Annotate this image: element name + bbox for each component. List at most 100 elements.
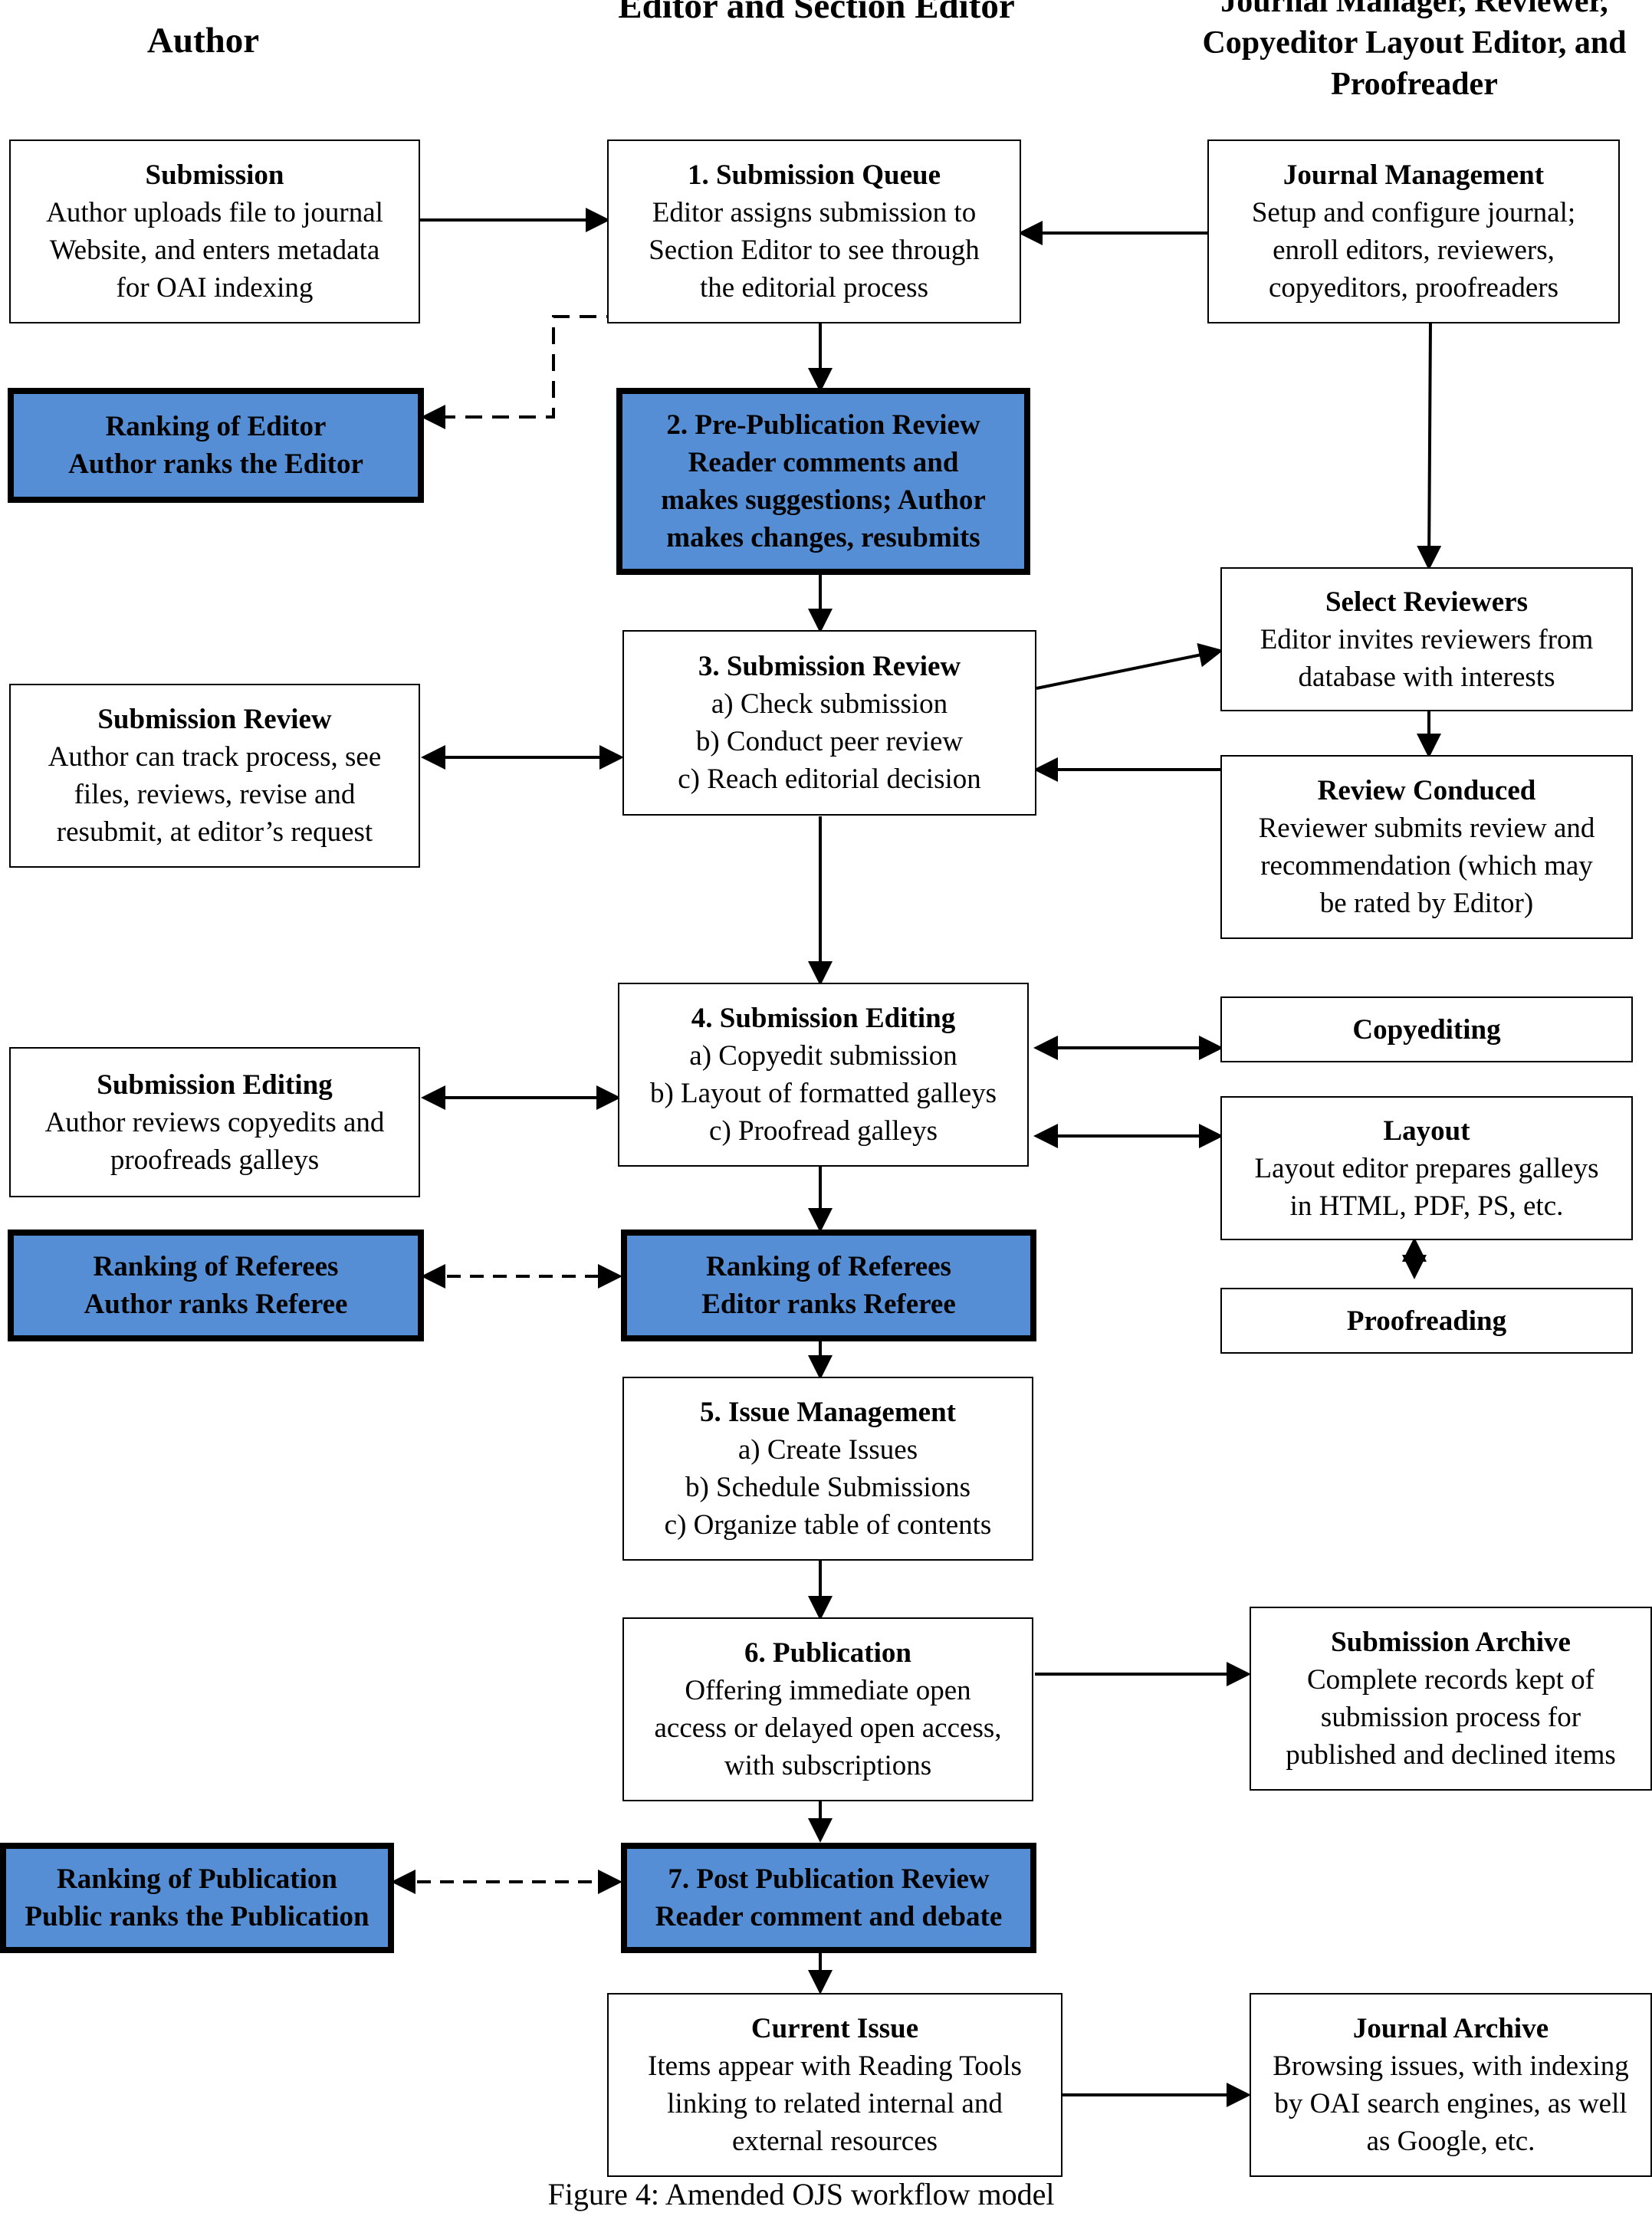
box-line: be rated by Editor) bbox=[1319, 888, 1534, 919]
box-select-reviewers: Select Reviewers Editor invites reviewer… bbox=[1220, 567, 1633, 711]
box-submission-review-author: Submission Review Author can track proce… bbox=[9, 684, 420, 868]
box-title: 4. Submission Editing bbox=[691, 1003, 956, 1034]
box-submission-archive: Submission Archive Complete records kept… bbox=[1250, 1607, 1652, 1791]
box-line: Author reviews copyedits and bbox=[44, 1106, 385, 1138]
box-line: enroll editors, reviewers, bbox=[1273, 235, 1555, 266]
box-line: the editorial process bbox=[700, 272, 928, 304]
box-title: 1. Submission Queue bbox=[687, 159, 941, 191]
box-line: b) Conduct peer review bbox=[695, 726, 964, 757]
box-line: Reader comment and debate bbox=[655, 1901, 1003, 1932]
box-submission-review-editor: 3. Submission Review a) Check submission… bbox=[622, 630, 1036, 816]
box-proofreading: Proofreading bbox=[1220, 1288, 1633, 1354]
box-line: submission process for bbox=[1320, 1702, 1581, 1733]
box-submission-queue: 1. Submission Queue Editor assigns submi… bbox=[607, 140, 1021, 323]
box-line: Setup and configure journal; bbox=[1251, 197, 1576, 228]
box-line: makes changes, resubmits bbox=[666, 522, 980, 553]
box-line: Author uploads file to journal bbox=[46, 197, 383, 228]
box-ranking-publication: Ranking of Publication Public ranks the … bbox=[0, 1843, 394, 1953]
box-title: Submission Review bbox=[97, 704, 332, 735]
box-line: files, reviews, revise and bbox=[74, 779, 356, 810]
box-submission-editing-editor: 4. Submission Editing a) Copyedit submis… bbox=[618, 983, 1029, 1167]
column-heading-line: Proofreader bbox=[1331, 67, 1498, 102]
box-issue-management: 5. Issue Management a) Create Issues b) … bbox=[622, 1377, 1033, 1561]
box-title: Layout bbox=[1383, 1115, 1470, 1147]
box-title: Copyediting bbox=[1352, 1013, 1501, 1046]
box-line: Reviewer submits review and bbox=[1258, 813, 1595, 844]
box-journal-archive: Journal Archive Browsing issues, with in… bbox=[1250, 1993, 1652, 2177]
box-author-submission: Submission Author uploads file to journa… bbox=[9, 140, 420, 323]
column-heading-line: Editor and Section bbox=[618, 0, 906, 26]
connector-queue-to-ranking-editor bbox=[421, 315, 704, 429]
box-title: Select Reviewers bbox=[1325, 586, 1528, 618]
box-review-conduced: Review Conduced Reviewer submits review … bbox=[1220, 755, 1633, 939]
box-post-publication-review: 7. Post Publication Review Reader commen… bbox=[621, 1843, 1036, 1953]
box-copyediting: Copyediting bbox=[1220, 996, 1633, 1062]
box-title: Submission bbox=[145, 159, 284, 191]
column-heading-line: Journal Manager, Reviewer, bbox=[1220, 0, 1608, 19]
box-line: for OAI indexing bbox=[116, 272, 314, 304]
box-line: database with interests bbox=[1298, 661, 1555, 693]
column-heading-line: Copyeditor Layout Editor, and bbox=[1202, 25, 1627, 61]
box-ranking-referees-editor: Ranking of Referees Editor ranks Referee bbox=[621, 1230, 1036, 1341]
box-line: c) Organize table of contents bbox=[664, 1509, 992, 1541]
box-line: Editor assigns submission to bbox=[652, 197, 977, 228]
box-pre-publication-review: 2. Pre-Publication Review Reader comment… bbox=[616, 388, 1030, 575]
box-line: b) Schedule Submissions bbox=[685, 1472, 971, 1503]
box-line: recommendation (which may bbox=[1260, 850, 1593, 882]
box-line: Offering immediate open bbox=[685, 1675, 971, 1706]
box-line: Author ranks the Editor bbox=[68, 448, 363, 480]
box-title: 2. Pre-Publication Review bbox=[666, 409, 980, 441]
figure-caption: Figure 4: Amended OJS workflow model bbox=[547, 2177, 1055, 2211]
box-line: a) Check submission bbox=[711, 688, 948, 720]
box-line: proofreads galleys bbox=[110, 1144, 320, 1176]
box-line: Editor ranks Referee bbox=[701, 1289, 956, 1320]
column-heading-editor: Editor and Section Editor bbox=[613, 0, 1020, 28]
box-line: with subscriptions bbox=[724, 1750, 932, 1781]
box-line: Section Editor to see through bbox=[649, 235, 980, 266]
box-line: c) Proofread galleys bbox=[709, 1115, 938, 1147]
box-line: Public ranks the Publication bbox=[25, 1901, 369, 1932]
box-title: Journal Management bbox=[1283, 159, 1545, 191]
box-line: Layout editor prepares galleys bbox=[1254, 1152, 1599, 1184]
box-publication: 6. Publication Offering immediate open a… bbox=[622, 1617, 1033, 1801]
box-ranking-referees-author: Ranking of Referees Author ranks Referee bbox=[8, 1230, 424, 1341]
box-title: Submission Archive bbox=[1331, 1627, 1571, 1658]
box-current-issue: Current Issue Items appear with Reading … bbox=[607, 1993, 1062, 2177]
box-submission-editing-author: Submission Editing Author reviews copyed… bbox=[9, 1047, 420, 1197]
box-line: Website, and enters metadata bbox=[49, 235, 380, 266]
box-title: Ranking of Referees bbox=[706, 1251, 951, 1282]
connector-review-to-select-reviewers bbox=[1036, 642, 1223, 690]
box-title: Proofreading bbox=[1346, 1305, 1507, 1337]
box-title: 7. Post Publication Review bbox=[668, 1863, 990, 1895]
box-line: published and declined items bbox=[1286, 1739, 1616, 1771]
column-heading-manager: Journal Manager, Reviewer, Copyeditor La… bbox=[1173, 0, 1652, 105]
box-line: as Google, etc. bbox=[1366, 2126, 1535, 2157]
box-journal-management: Journal Management Setup and configure j… bbox=[1207, 140, 1620, 323]
box-title: Current Issue bbox=[750, 2013, 919, 2044]
box-layout: Layout Layout editor prepares galleys in… bbox=[1220, 1096, 1633, 1240]
box-title: Ranking of Referees bbox=[93, 1251, 339, 1282]
box-line: b) Layout of formatted galleys bbox=[649, 1078, 997, 1109]
column-heading-author: Author bbox=[115, 19, 291, 62]
box-line: a) Copyedit submission bbox=[689, 1040, 957, 1072]
box-title: 3. Submission Review bbox=[698, 651, 961, 682]
connector-management-to-select-reviewers bbox=[1417, 320, 1442, 570]
box-line: Complete records kept of bbox=[1306, 1664, 1595, 1696]
box-line: makes suggestions; Author bbox=[661, 484, 986, 516]
box-line: Items appear with Reading Tools bbox=[648, 2050, 1022, 2082]
box-line: resubmit, at editor’s request bbox=[56, 816, 373, 848]
box-title: 5. Issue Management bbox=[699, 1397, 956, 1428]
box-line: Reader comments and bbox=[688, 447, 959, 478]
box-line: c) Reach editorial decision bbox=[678, 763, 981, 795]
box-line: Author can track process, see bbox=[48, 741, 382, 773]
box-ranking-editor: Ranking of Editor Author ranks the Edito… bbox=[8, 388, 424, 503]
box-line: Browsing issues, with indexing bbox=[1273, 2050, 1629, 2082]
box-line: Author ranks Referee bbox=[84, 1289, 348, 1320]
column-heading-line: Editor bbox=[915, 0, 1015, 26]
box-title: Journal Archive bbox=[1352, 2013, 1549, 2044]
box-line: external resources bbox=[731, 2126, 938, 2157]
box-title: Ranking of Publication bbox=[57, 1863, 337, 1895]
box-line: in HTML, PDF, PS, etc. bbox=[1289, 1190, 1564, 1222]
box-line: copyeditors, proofreaders bbox=[1268, 272, 1559, 304]
